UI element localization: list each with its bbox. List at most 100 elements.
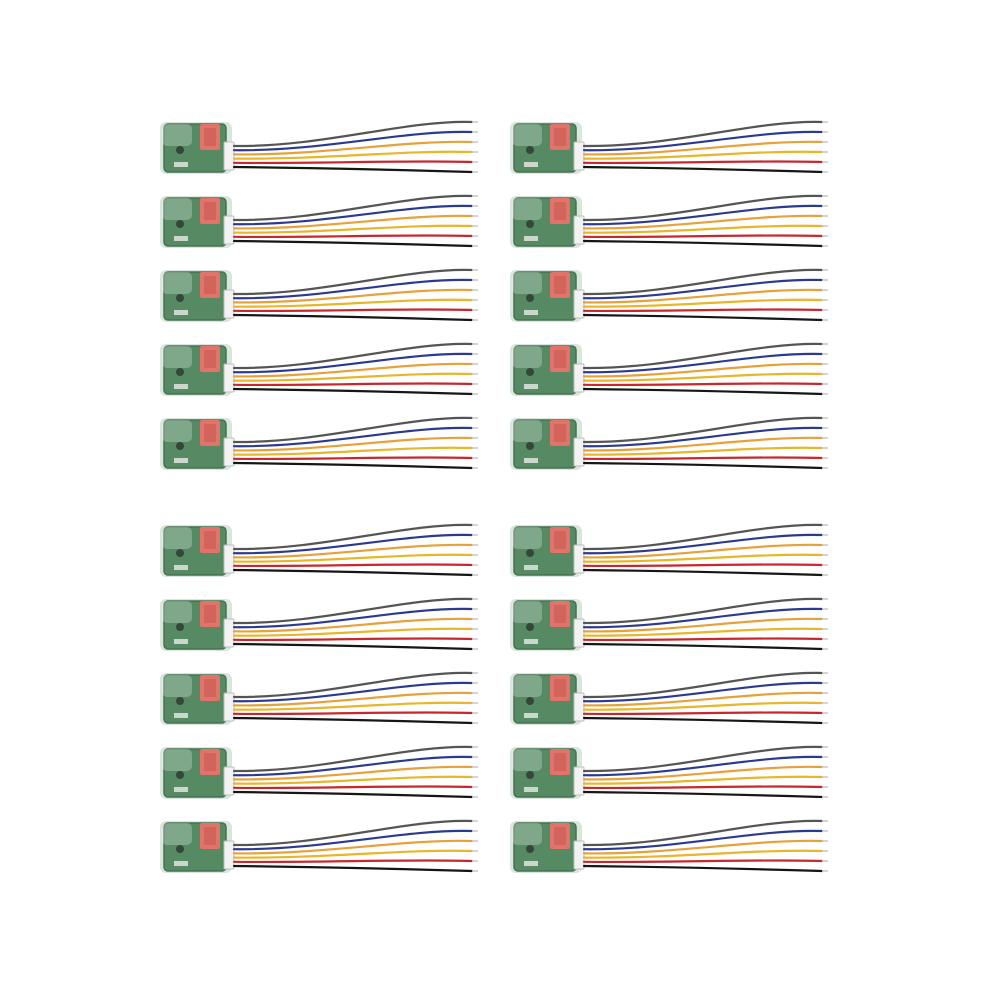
- relay-shade: [204, 424, 216, 442]
- module-item: [160, 745, 478, 799]
- wire: [232, 597, 474, 625]
- relay-shade: [204, 753, 216, 771]
- relay-shade: [554, 424, 566, 442]
- wire-connector: [573, 692, 585, 722]
- glare: [512, 527, 542, 549]
- relay-shade: [204, 202, 216, 220]
- wire: [582, 214, 824, 230]
- wire: [582, 150, 824, 160]
- wire: [582, 436, 824, 452]
- chip-component: [176, 549, 184, 557]
- wire: [232, 288, 474, 304]
- wire: [232, 426, 474, 448]
- wire: [582, 839, 824, 855]
- wire: [582, 819, 824, 847]
- wire: [232, 387, 474, 396]
- chip-component: [526, 549, 534, 557]
- wire: [232, 308, 474, 313]
- wire: [232, 160, 474, 165]
- wire-connector: [223, 840, 235, 870]
- wire: [582, 785, 824, 790]
- wire: [232, 711, 474, 716]
- wire: [582, 239, 824, 248]
- chip-component: [176, 442, 184, 450]
- wire: [582, 416, 824, 444]
- wire: [582, 288, 824, 304]
- module-item: [160, 416, 478, 470]
- chip-component: [526, 220, 534, 228]
- wire-connector: [573, 544, 585, 574]
- wire: [582, 775, 824, 785]
- wire: [232, 523, 474, 551]
- wire: [232, 745, 474, 773]
- wire: [232, 362, 474, 378]
- wire: [232, 382, 474, 387]
- wire: [582, 755, 824, 777]
- module-item: [510, 120, 828, 174]
- wire: [582, 711, 824, 716]
- module-item: [160, 194, 478, 248]
- wire: [232, 446, 474, 456]
- chip-component: [526, 771, 534, 779]
- wire: [232, 681, 474, 703]
- glare: [512, 124, 542, 146]
- wire: [582, 701, 824, 711]
- relay-shade: [204, 531, 216, 549]
- smd-label: [524, 236, 538, 241]
- module-item: [160, 523, 478, 577]
- wire: [232, 352, 474, 374]
- wire: [232, 765, 474, 781]
- smd-label: [174, 565, 188, 570]
- glare: [162, 272, 192, 294]
- module-item: [160, 342, 478, 396]
- wire: [582, 849, 824, 859]
- wire: [232, 239, 474, 248]
- wire: [232, 298, 474, 308]
- smd-label: [524, 639, 538, 644]
- wire: [582, 234, 824, 239]
- chip-component: [176, 146, 184, 154]
- chip-component: [526, 442, 534, 450]
- relay-shade: [204, 605, 216, 623]
- wire: [232, 642, 474, 651]
- wire-connector: [573, 766, 585, 796]
- wire: [582, 342, 824, 370]
- wire: [582, 382, 824, 387]
- wire: [232, 859, 474, 864]
- module-item: [510, 671, 828, 725]
- smd-label: [174, 236, 188, 241]
- smd-label: [174, 861, 188, 866]
- wire: [232, 140, 474, 156]
- wire-connector: [573, 437, 585, 467]
- chip-component: [526, 697, 534, 705]
- wire: [232, 268, 474, 296]
- wire: [582, 204, 824, 226]
- wire: [232, 313, 474, 322]
- wire: [232, 829, 474, 851]
- wire: [232, 436, 474, 452]
- wire: [232, 120, 474, 148]
- wire: [582, 130, 824, 152]
- wire-connector: [573, 141, 585, 171]
- wire: [582, 140, 824, 156]
- wire: [232, 278, 474, 300]
- wire-connector: [223, 618, 235, 648]
- module-item: [510, 597, 828, 651]
- glare: [162, 124, 192, 146]
- wire-connector: [573, 289, 585, 319]
- glare: [512, 675, 542, 697]
- chip-component: [176, 697, 184, 705]
- module-item: [510, 819, 828, 873]
- wire: [232, 671, 474, 699]
- wire: [232, 234, 474, 239]
- wire: [232, 849, 474, 859]
- smd-label: [174, 639, 188, 644]
- wire: [232, 563, 474, 568]
- wire: [582, 372, 824, 382]
- wire: [582, 553, 824, 563]
- wire: [582, 563, 824, 568]
- wire-connector: [223, 141, 235, 171]
- wire: [582, 864, 824, 873]
- wire: [582, 387, 824, 396]
